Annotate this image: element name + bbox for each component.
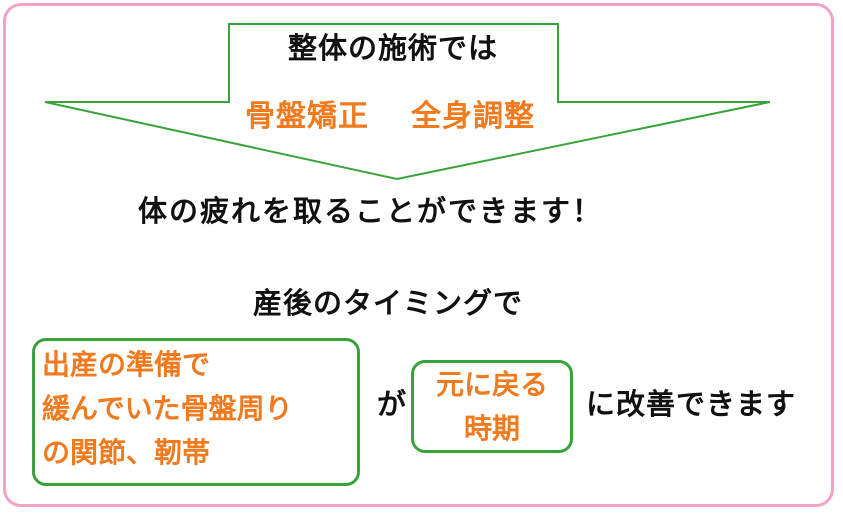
left-box-line-2: 緩んでいた骨盤周り <box>42 392 293 425</box>
arrow-heading: 整体の施術では <box>287 31 498 65</box>
conclusion-text: に改善できます <box>586 387 797 421</box>
left-highlight-box: 出産の準備で 緩んでいた骨盤周り の関節、靭帯 <box>32 338 360 486</box>
subheading-text: 産後のタイミングで <box>253 286 524 320</box>
arrow-outline <box>44 23 771 181</box>
mid-box-line-2: 時期 <box>463 412 520 445</box>
mid-box-line-1: 元に戻る <box>435 368 548 401</box>
arrow-highlight-part1: 骨盤矯正 <box>245 99 369 134</box>
left-box-line-3: の関節、靭帯 <box>42 436 211 469</box>
connector-text: が <box>377 387 407 421</box>
statement-text: 体の疲れを取ることができます！ <box>138 194 604 228</box>
arrow-highlight-part2: 全身調整 <box>411 99 535 134</box>
arrow-highlight: 骨盤矯正 全身調整 <box>245 102 535 132</box>
left-box-line-1: 出産の準備で <box>42 348 211 381</box>
middle-highlight-box: 元に戻る 時期 <box>411 360 573 453</box>
